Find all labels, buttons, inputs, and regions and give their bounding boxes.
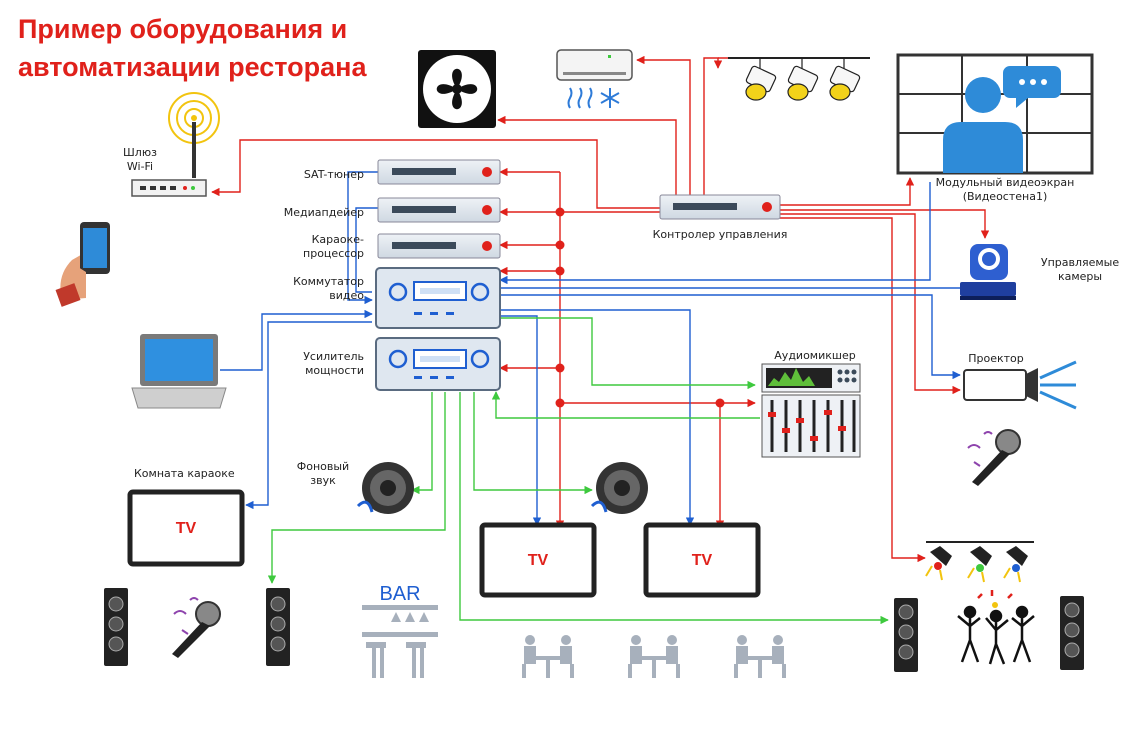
karaoke-label-line1: Караоке- [311,233,364,246]
karaoke-label-line2: процессор [303,247,364,260]
tv-karaoke-room [127,489,245,567]
videowall-label-line2: (Видеостена1) [962,190,1048,203]
controller-label: Контролер управления [652,228,788,241]
tv-hall-1 [479,522,597,598]
microphone-icon [967,429,1021,486]
karaoke-processor-device [377,233,501,259]
video-switch-device [375,267,501,329]
audio-mixer-device [761,363,861,458]
media-player-label: Медиапдейер [283,206,364,219]
bar-icon [362,605,438,678]
karaoke-room-label: Комната караоке [134,467,235,480]
title-line-1: Пример оборудования и [18,14,348,44]
karaoke-processor-label: Караоке- процессор [244,233,364,261]
amplifier-label-line2: мощности [305,364,364,377]
speaker-icon [104,588,128,666]
tv-label: TV [176,520,197,537]
background-sound-label: Фоновый звук [290,460,356,488]
diners-icon [522,635,786,678]
amplifier-device [375,337,501,391]
video-switch-label: Коммутатор видео [244,275,364,303]
speaker-icon [1060,596,1084,670]
sat-tuner-device [377,159,501,185]
spotlights-icon [728,57,870,101]
red-control-lines [211,55,990,563]
tv-label: TV [692,552,713,569]
projector-label: Проектор [968,352,1024,365]
red-junction-dots [555,207,725,408]
cameras-label: Управляемые камеры [1030,256,1130,284]
fan-icon [418,50,496,128]
wifi-router-icon [131,92,220,197]
blue-video-lines [220,171,961,526]
video-wall [896,53,1094,175]
audio-mixer-label: Аудиомикшер [774,349,856,362]
controller-device [659,194,781,220]
speaker-icon [894,598,918,672]
camera-icon [960,244,1016,300]
speaker-icon [266,588,290,666]
title-line-2: автоматизации ресторана [18,52,367,82]
background-speaker-icon [356,462,414,514]
air-conditioner-icon [556,49,633,109]
videowall-label-line1: Модульный видеоэкран [935,176,1075,189]
dancers-icon [957,590,1035,665]
videowall-label: Модульный видеоэкран (Видеостена1) [920,176,1090,204]
tv-label: TV [528,552,549,569]
amplifier-label: Усилитель мощности [244,350,364,378]
background-sound-label-line1: Фоновый [296,460,350,473]
wifi-gateway-label-line1: Шлюз [123,146,157,159]
video-switch-label-line2: видео [329,289,364,302]
hall-speaker-icon [590,462,648,514]
stage-lights-icon [925,541,1034,583]
smartphone-icon [55,222,110,307]
green-audio-lines [267,317,889,625]
media-player-device [377,197,501,223]
bar-label: BAR [379,583,420,605]
projector-icon [963,360,1077,410]
amplifier-label-line1: Усилитель [303,350,364,363]
microphone-icon [172,597,221,658]
background-sound-label-line2: звук [310,474,336,487]
wifi-gateway-label-line2: Wi-Fi [126,160,154,173]
video-switch-label-line1: Коммутатор [293,275,364,288]
sat-tuner-label: SAT-тюнер [303,168,364,181]
cameras-label-line2: камеры [1057,270,1103,283]
page-title: Пример оборудования и автоматизации рест… [18,10,366,86]
laptop-icon [131,334,227,409]
tv-hall-2 [643,522,761,598]
wifi-gateway-label: Шлюз Wi-Fi [112,146,168,174]
cameras-label-line1: Управляемые [1040,256,1120,269]
